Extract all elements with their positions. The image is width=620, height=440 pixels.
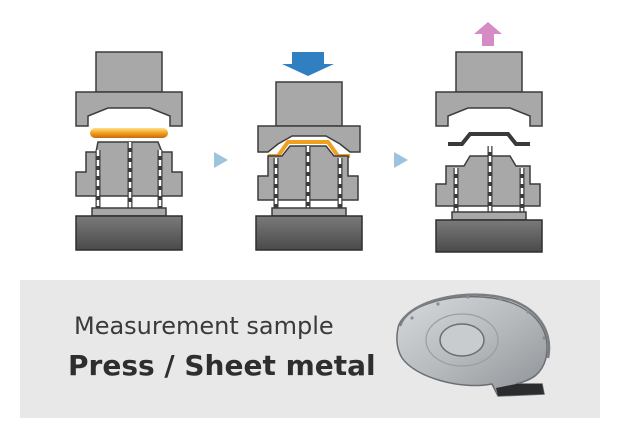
press-down-arrow <box>282 52 334 76</box>
press-bed <box>435 219 543 253</box>
upper-ram <box>455 51 523 93</box>
caption-subtitle: Measurement sample <box>74 312 334 340</box>
sample-part-outlet <box>496 384 544 396</box>
sample-part-rivets <box>410 295 546 340</box>
stage-3-release <box>435 22 543 253</box>
upper-die <box>75 91 183 127</box>
upper-die <box>435 91 543 127</box>
heated-blank <box>90 128 168 138</box>
step-arrow-2 <box>394 152 408 168</box>
press-bed <box>255 215 363 251</box>
sample-part-center-hole <box>439 323 485 357</box>
stage-2-pressing <box>255 52 363 251</box>
ejector-pins <box>273 146 343 212</box>
stage-1-blank-loaded <box>75 51 183 251</box>
sample-part-inner-ring <box>425 313 499 367</box>
step-arrow-1 <box>214 152 228 168</box>
caption-title: Press / Sheet metal <box>68 349 376 382</box>
press-bed <box>75 215 183 251</box>
sample-part-flange <box>398 293 551 359</box>
upper-ram <box>275 81 343 127</box>
bolster-plate <box>271 207 347 217</box>
upper-die <box>257 125 361 153</box>
upper-ram <box>95 51 163 93</box>
press-process-diagram <box>75 22 543 253</box>
sheet-metal-part-photo <box>396 293 551 397</box>
formed-part <box>448 132 530 146</box>
lift-up-arrow <box>474 22 502 46</box>
bolster-plate <box>91 207 167 217</box>
ejector-pins <box>95 142 163 212</box>
bolster-plate <box>451 211 527 221</box>
